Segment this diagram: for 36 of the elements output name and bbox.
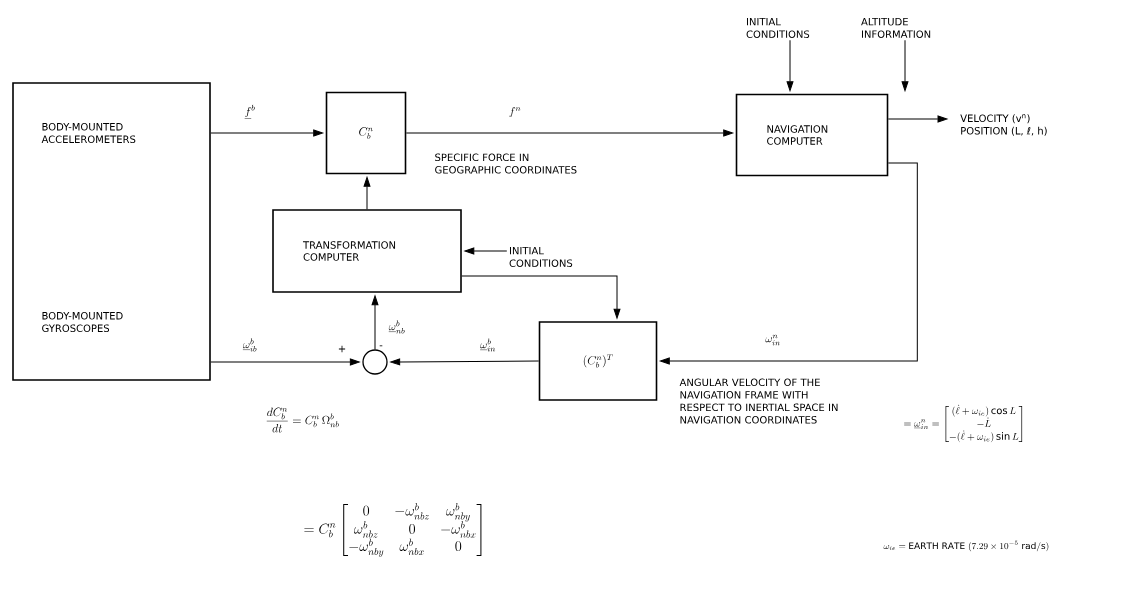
arrow [901, 39, 909, 92]
arrow [659, 162, 918, 365]
input-label: ALTITUDE INFORMATION [861, 18, 931, 38]
arrow [887, 115, 948, 123]
arrow [363, 176, 371, 210]
arrow [786, 39, 794, 92]
matrix-box: $C^{n}_{b}$ [325, 91, 407, 175]
arrow [210, 129, 324, 137]
output-label: VELOCITY (v$^{n}$) POSITION (L, ℓ, h) [960, 114, 1047, 136]
equation: $\frac{dC^{n}_{b}}{dt} = C^{n}_{b}\,\Omega^{b}_{nb}$ [266, 407, 339, 433]
caption-text: SPECIFIC FORCE IN GEOGRAPHIC COORDINATES [435, 153, 577, 174]
input-label: INITIAL CONDITIONS [509, 247, 573, 267]
sign-label: + [338, 345, 346, 353]
sensor-box: BODY-MOUNTED ACCELEROMETERS BODY-MOUNTED GYROSCOPES [12, 82, 211, 381]
input-label: INITIAL CONDITIONS [746, 18, 810, 38]
arrow [210, 358, 360, 366]
arrow [405, 129, 734, 137]
edge-label: $\underline{f}^{b}$ [244, 104, 255, 119]
edge-label: $f^{n}$ [509, 107, 521, 117]
matrix-box: $(C^{n}_{b})^{T}$ [538, 321, 658, 401]
equation: $= C^{n}_{b} \begin{bmatrix} 0 & -\omega^{b}_{nbz} & \omega^{b}_{nby} \\ \omega^{b}_{nbz} & 0 & -\omega^{b}_{nbx} \\ -\omega^{b}_{nby} & \omega^{b}_{nbx} & 0 \end{bmatrix}$ [304, 503, 482, 557]
edge-label: $\underline{\omega}^{b}_{nb}$ [388, 320, 405, 334]
edge-label: $\underline{\omega}^{b}_{in}$ [480, 338, 496, 352]
process-box: TRANSFORMATION COMPUTER [272, 209, 462, 293]
edge-label: $\underline{\omega}^{b}_{ib}$ [242, 338, 257, 352]
arrow [390, 358, 540, 366]
arrow [461, 275, 621, 319]
summing-junction [362, 349, 388, 375]
equation: $\omega_{ie} = \mathrm{EARTH\ RATE}\ (7.29 \times 10^{-5}\ \mathrm{rad/s})$ [883, 540, 1049, 552]
equation: $= \underline{\omega}^{n}_{in} = \begin{bmatrix} (\dot{\ell}+\omega_{ie})\cos L \\ -\dot{L} \\ -(\dot{\ell}+\omega_{ie})\sin L \end{bmatrix}$ [904, 404, 1023, 443]
sign-label: - [379, 345, 383, 347]
arrow [464, 247, 508, 255]
edge-label: $\omega^{n}_{in}$ [765, 334, 780, 346]
caption-text: ANGULAR VELOCITY OF THE NAVIGATION FRAME WITH RESPECT TO INERTIAL SPACE IN NAVIGATION COORDINATES [679, 378, 838, 424]
arrow [371, 295, 379, 350]
process-box: NAVIGATION COMPUTER [735, 93, 889, 177]
